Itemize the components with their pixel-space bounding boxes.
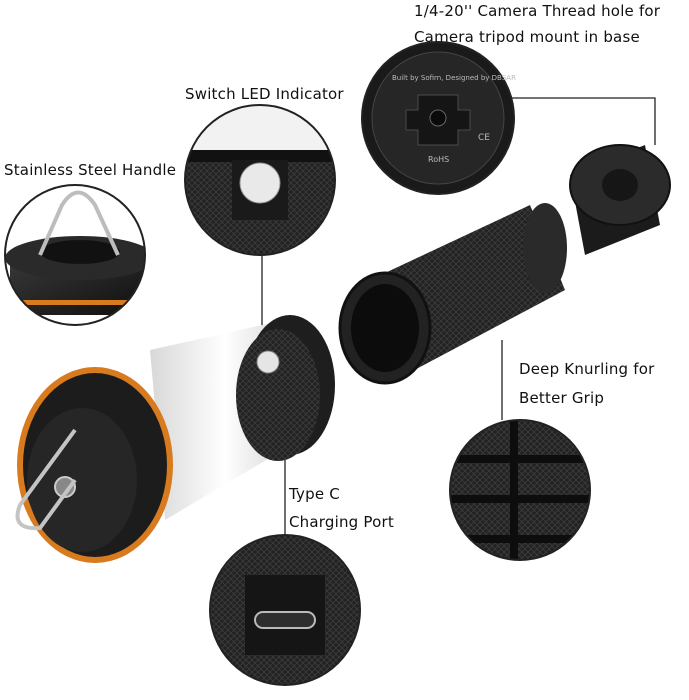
type-c-label-line1: Type C [289, 485, 340, 503]
base-engraving-text: Built by Sofirn, Designed by DBSAR [392, 74, 516, 82]
knurling-label-line2: Better Grip [519, 389, 605, 407]
camera-thread-label-line2: Camera tripod mount in base [414, 28, 640, 46]
type-c-label-line2: Charging Port [289, 513, 394, 531]
switch-detail-circle [185, 105, 335, 255]
knurl-detail-circle [450, 420, 590, 560]
knurling-label-line1: Deep Knurling for [519, 360, 655, 378]
lantern-body [15, 315, 335, 563]
battery-tube [338, 203, 567, 385]
typec-detail-circle [210, 535, 360, 685]
rohs-mark: RoHS [428, 155, 449, 164]
ce-mark: CE [478, 133, 490, 143]
handle-detail-circle [5, 185, 145, 325]
end-cap [569, 144, 671, 255]
base-detail-circle [362, 42, 514, 194]
switch-led-label: Switch LED Indicator [185, 85, 344, 103]
handle-label: Stainless Steel Handle [4, 161, 177, 179]
camera-thread-label-line1: 1/4-20'' Camera Thread hole for [414, 2, 661, 20]
